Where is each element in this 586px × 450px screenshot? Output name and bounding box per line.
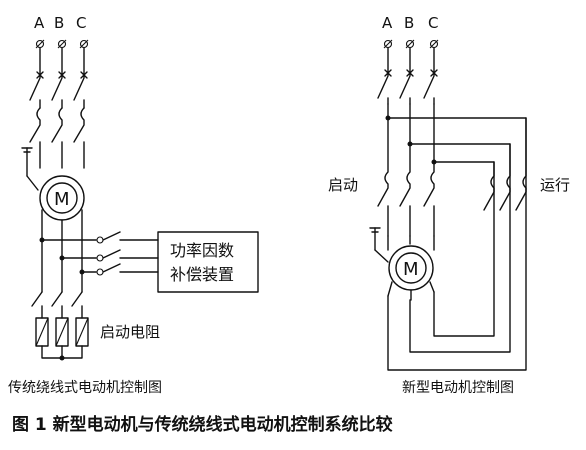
left-motor-label: M (54, 189, 70, 210)
left-caption: 传统绕线式电动机控制图 (8, 380, 162, 396)
right-caption: 新型电动机控制图 (402, 380, 514, 396)
left-supply-terminals (35, 39, 89, 49)
right-motor-icon: M (387, 235, 435, 301)
start-contactor (377, 117, 435, 237)
left-phase-a-label: A (34, 14, 45, 32)
run-label: 运行 (540, 176, 570, 194)
device-label-line1: 功率因数 (170, 241, 234, 260)
power-factor-compensation-device: 功率因数 补偿装置 (157, 231, 259, 293)
left-resistor-switch (31, 291, 83, 319)
start-resistor-icon (35, 317, 89, 361)
device-label-line2: 补偿装置 (170, 265, 234, 284)
left-motor-icon: M (39, 175, 85, 221)
left-compensation-switch (96, 231, 159, 276)
ground-icon (21, 147, 39, 191)
right-main-switch (377, 47, 438, 105)
new-motor-circuit: A B C 启动 运 (328, 14, 570, 396)
start-label: 启动 (328, 176, 358, 194)
right-phase-b-label: B (404, 14, 414, 32)
figure-caption: 图 1 新型电动机与传统绕线式电动机控制系统比较 (12, 414, 393, 435)
left-phase-c-label: C (76, 14, 86, 32)
right-supply-terminals (383, 39, 439, 49)
ground-icon (369, 227, 389, 263)
run-contactor (483, 117, 527, 211)
left-contactor (29, 107, 85, 169)
right-motor-label: M (403, 259, 419, 280)
left-phase-b-label: B (54, 14, 64, 32)
left-main-switch (29, 47, 88, 109)
traditional-wound-rotor-circuit: A B C (8, 14, 259, 396)
right-phase-c-label: C (428, 14, 438, 32)
right-phase-a-label: A (382, 14, 393, 32)
start-resistor-label: 启动电阻 (100, 323, 160, 341)
